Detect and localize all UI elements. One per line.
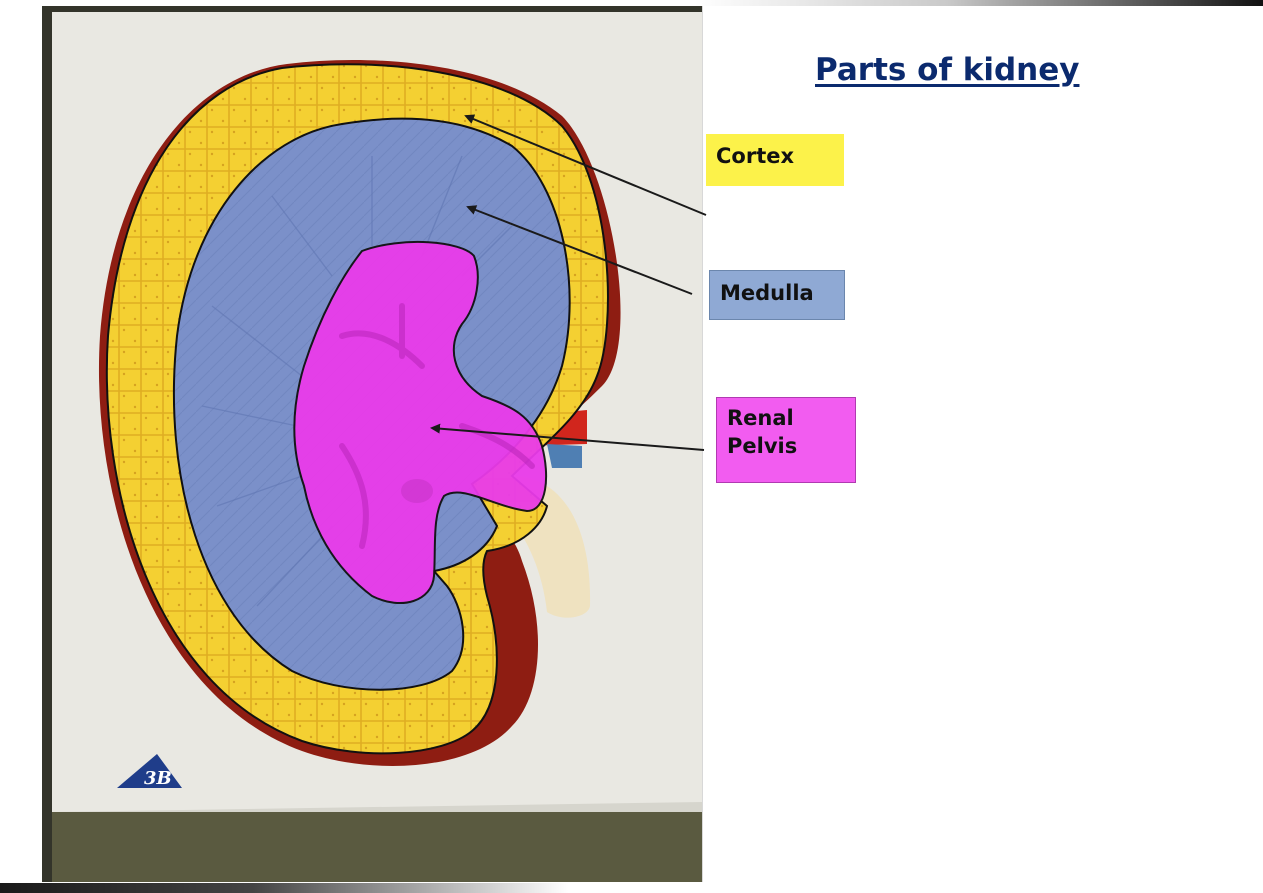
renal-pelvis-label: Renal Pelvis: [716, 397, 856, 483]
medulla-label: Medulla: [709, 270, 845, 320]
top-frame-strip: [0, 0, 1263, 6]
cortex-label: Cortex: [706, 134, 844, 186]
3b-logo-icon: 3B: [117, 754, 182, 789]
bottom-frame-strip: [0, 883, 1263, 893]
renal-vein: [547, 444, 582, 468]
kidney-model-photo: 3B: [42, 6, 702, 882]
kidney-illustration: 3B: [42, 6, 702, 882]
svg-text:3B: 3B: [144, 768, 172, 789]
renal-pelvis-label-text: Renal Pelvis: [727, 406, 798, 458]
slide-title: Parts of kidney: [815, 52, 1080, 88]
